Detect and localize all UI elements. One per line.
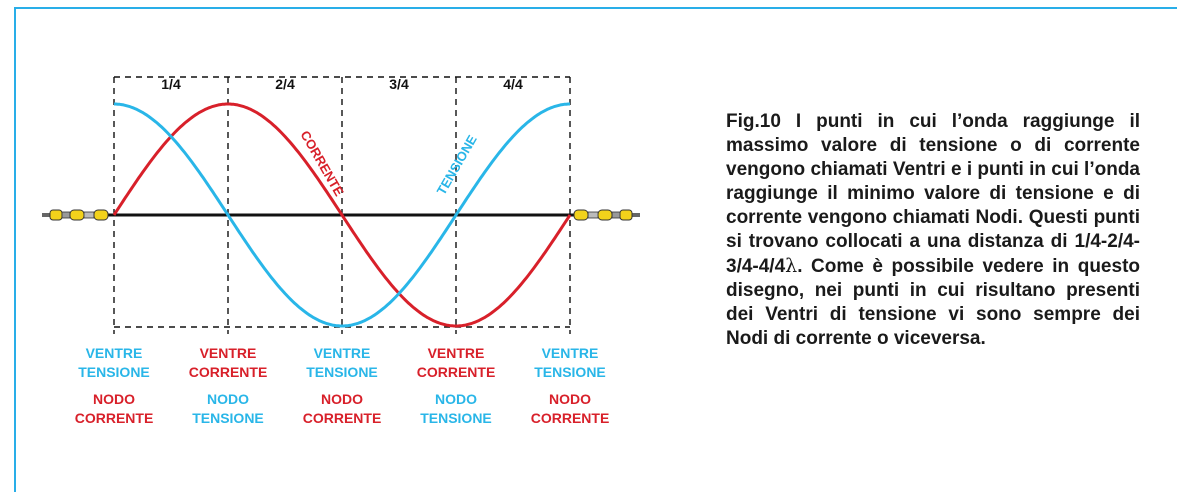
point-label-4: VENTRE TENSIONE NODO CORRENTE: [531, 345, 610, 426]
point-4-line1: VENTRE: [542, 345, 599, 361]
point-4-line4: CORRENTE: [531, 410, 610, 426]
caption-text: Fig.10 I punti in cui l’onda raggiunge i…: [726, 111, 1140, 277]
antenna-connector-icon: [42, 209, 109, 221]
point-0-line3: NODO: [93, 391, 135, 407]
corrente-curve-label: CORRENTE: [297, 128, 347, 199]
vertical-dashed-lines: [113, 77, 571, 334]
lambda-symbol: λ: [785, 255, 798, 277]
point-1-line4: TENSIONE: [192, 410, 264, 426]
quarter-label-1: 1/4: [161, 76, 181, 92]
point-3-line4: TENSIONE: [420, 410, 492, 426]
figure-frame: [14, 7, 1177, 492]
point-3-line3: NODO: [435, 391, 477, 407]
point-1-line1: VENTRE: [200, 345, 257, 361]
point-0-line2: TENSIONE: [78, 364, 150, 380]
quarter-label-3: 3/4: [389, 76, 409, 92]
tensione-wave: [114, 102, 570, 328]
point-label-0: VENTRE TENSIONE NODO CORRENTE: [75, 345, 154, 426]
point-3-line1: VENTRE: [428, 345, 485, 361]
point-2-line3: NODO: [321, 391, 363, 407]
corrente-wave: [112, 102, 572, 328]
standing-wave-diagram: 1/4 2/4 3/4 4/4 CORRENTE TENSIONE VENTRE…: [42, 76, 640, 426]
point-0-line4: CORRENTE: [75, 410, 154, 426]
point-1-line3: NODO: [207, 391, 249, 407]
point-2-line2: TENSIONE: [306, 364, 378, 380]
antenna-connector-icon: [573, 209, 640, 221]
point-0-line1: VENTRE: [86, 345, 143, 361]
quarter-label-2: 2/4: [275, 76, 295, 92]
quarter-label-4: 4/4: [503, 76, 523, 92]
point-2-line4: CORRENTE: [303, 410, 382, 426]
point-4-line2: TENSIONE: [534, 364, 606, 380]
point-4-line3: NODO: [549, 391, 591, 407]
point-3-line2: CORRENTE: [417, 364, 496, 380]
point-2-line1: VENTRE: [314, 345, 371, 361]
point-label-2: VENTRE TENSIONE NODO CORRENTE: [303, 345, 382, 426]
point-label-3: VENTRE CORRENTE NODO TENSIONE: [417, 345, 496, 426]
point-label-1: VENTRE CORRENTE NODO TENSIONE: [189, 345, 268, 426]
point-1-line2: CORRENTE: [189, 364, 268, 380]
figure-caption: Fig.10 I punti in cui l’onda raggiunge i…: [726, 110, 1140, 351]
caption-text-end: . Come è possibile vedere in questo dise…: [726, 256, 1140, 349]
